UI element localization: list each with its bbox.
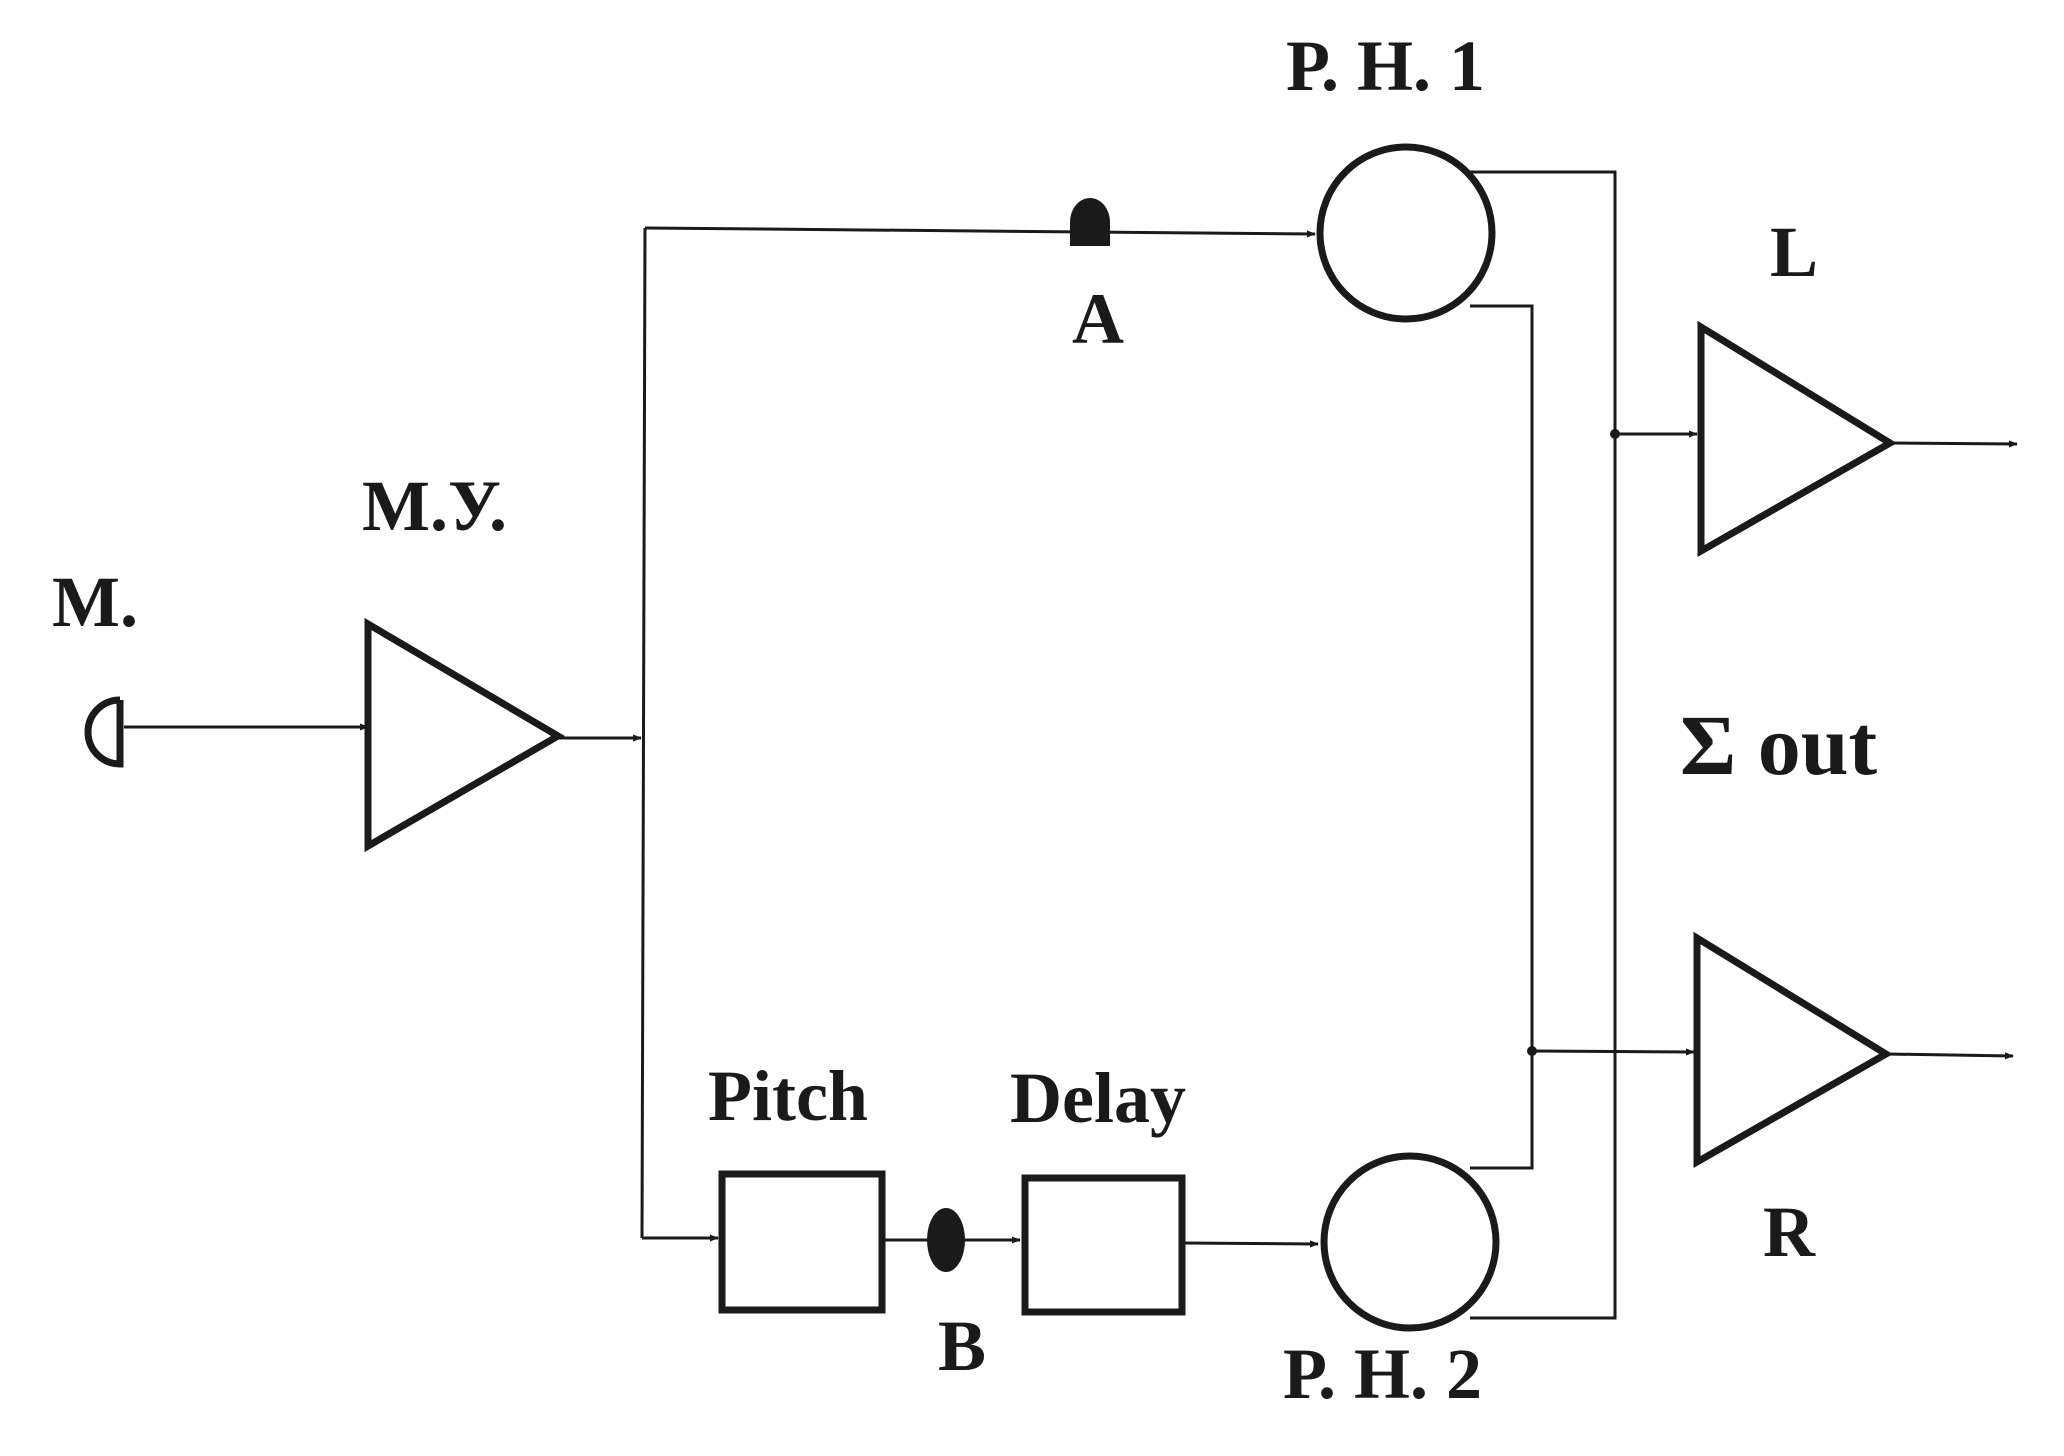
mic-label: М. — [52, 562, 138, 642]
delay-label: Delay — [1010, 1058, 1186, 1138]
splitter-bus — [640, 227, 647, 1239]
wire-left-out — [1889, 440, 2018, 448]
mic-amp-label: М.У. — [362, 466, 507, 546]
panner-2-circle — [1320, 1152, 1500, 1332]
pitch-label: Pitch — [708, 1056, 868, 1136]
wire-to-pan1 — [644, 226, 1316, 238]
microphone-icon — [84, 696, 124, 768]
mic-amplifier-triangle — [364, 617, 565, 853]
point-a-marker — [1070, 198, 1110, 246]
point-b-marker — [927, 1208, 965, 1272]
left-label: L — [1770, 212, 1818, 292]
pitch-block — [718, 1170, 886, 1314]
right-label: R — [1763, 1192, 1816, 1272]
wire-right-out — [1885, 1052, 2014, 1060]
point-a-label: A — [1072, 279, 1124, 359]
sum-out-label: Σ out — [1680, 697, 1878, 793]
panner-1-label: Р. Н. 1 — [1286, 26, 1485, 106]
panner-1-circle — [1316, 143, 1496, 323]
right-bus-wire — [1470, 304, 1534, 1170]
panner-2-label: Р. Н. 2 — [1283, 1334, 1482, 1414]
point-b-label: B — [938, 1306, 986, 1386]
left-bus-wire — [1470, 170, 1617, 1320]
left-amplifier-triangle — [1697, 320, 1897, 558]
wire-delay-pan2 — [1181, 1240, 1319, 1248]
right-amplifier-triangle — [1693, 931, 1893, 1169]
wire-to-right-amp — [1531, 1048, 1695, 1056]
delay-block — [1021, 1174, 1186, 1316]
